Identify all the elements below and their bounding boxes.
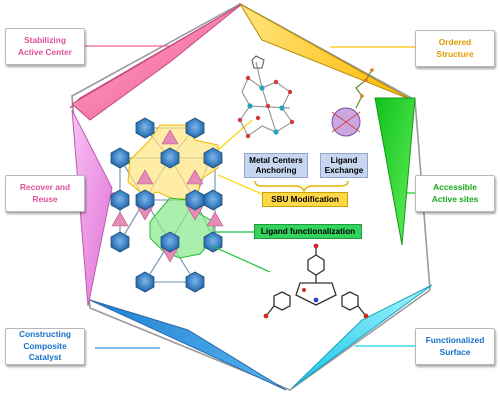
ligand-atoms — [263, 243, 369, 319]
tag-sbu-modification: SBU Modification — [262, 192, 348, 207]
blue-wedge — [89, 299, 287, 391]
yellow-wedge — [238, 2, 413, 101]
label-accessible-active-sites: Accessible Active sites — [415, 175, 495, 212]
sbu-brace — [254, 180, 349, 193]
label-functionalized-surface: Functionalized Surface — [415, 328, 495, 365]
tag-metal-centers-anchoring: Metal Centers Anchoring — [244, 153, 308, 178]
cyan-wedge — [291, 284, 433, 389]
metal-cluster-structure — [237, 55, 295, 139]
label-recover-and-reuse: Recover and Reuse — [5, 175, 85, 212]
pink-wedge-body — [71, 3, 243, 121]
label-constructing-composite-catalyst: Constructing Composite Catalyst — [5, 328, 85, 365]
tag-ligand-exchange: Ligand Exchange — [320, 153, 368, 178]
ligand-exchange-structure — [331, 68, 374, 137]
ligand-highlight-gear — [149, 197, 215, 259]
sbu-nodes — [110, 117, 223, 293]
label-ordered-structure: Ordered Structure — [415, 30, 495, 67]
green-wedge — [374, 97, 416, 246]
tag-ligand-functionalization: Ligand functionalization — [254, 224, 362, 239]
label-stabilizing-active-center: Stabilizing Active Center — [5, 28, 85, 65]
functionalized-ligand-structure — [265, 246, 367, 317]
callout-lines — [211, 119, 271, 273]
